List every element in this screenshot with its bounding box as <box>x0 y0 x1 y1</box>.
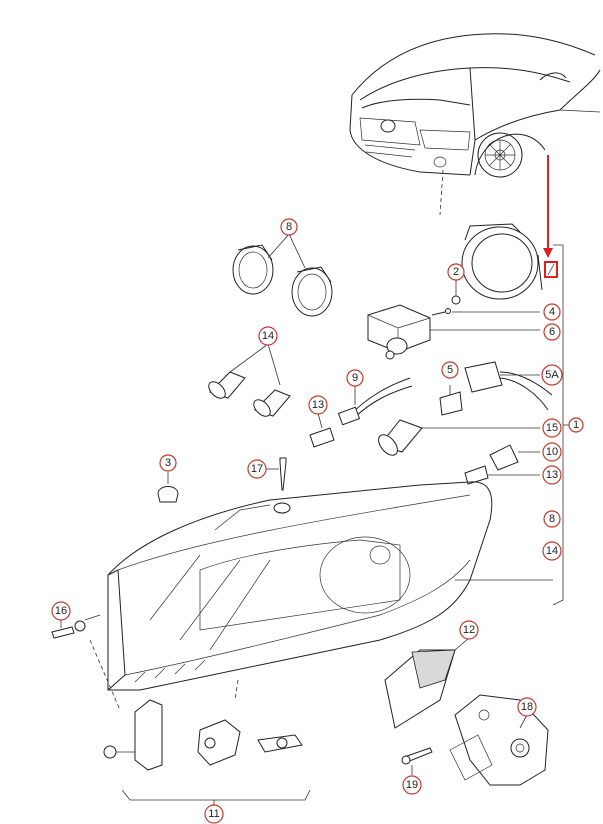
headlamp-housing <box>107 481 553 691</box>
callout-13-right[interactable]: 13 <box>542 465 562 485</box>
callout-18[interactable]: 18 <box>517 697 537 717</box>
callout-label: 5 <box>447 364 453 376</box>
car-illustration <box>349 33 601 216</box>
callout-label: 11 <box>208 808 219 820</box>
highlight-arrow <box>543 155 553 258</box>
callout-label: 19 <box>406 779 418 791</box>
callout-label: 15 <box>546 422 558 434</box>
callout-label: 3 <box>165 457 171 469</box>
small-bulb-left <box>309 412 335 448</box>
bulb-cap-pair <box>232 233 333 317</box>
callout-5[interactable]: 5 <box>441 361 459 379</box>
callout-label: 1 <box>573 419 579 431</box>
callout-label: 4 <box>549 306 555 318</box>
callout-label: 16 <box>55 605 67 617</box>
callout-6[interactable]: 6 <box>543 323 561 341</box>
screw-17 <box>266 457 287 491</box>
bulb-connector <box>439 361 553 416</box>
callout-label: 9 <box>352 372 358 384</box>
main-bulb <box>378 419 540 456</box>
callout-label: 10 <box>546 446 558 458</box>
control-unit <box>367 304 540 360</box>
side-bracket <box>449 694 549 786</box>
callout-label: 14 <box>262 330 274 342</box>
cover-cap <box>157 472 179 503</box>
callout-19[interactable]: 19 <box>402 775 422 795</box>
lens-patch <box>384 637 470 729</box>
callout-5a[interactable]: 5A <box>541 364 563 386</box>
mounting-screw <box>51 614 101 639</box>
callout-label: 18 <box>521 701 533 713</box>
bulb-10 <box>489 444 540 471</box>
callout-8-top[interactable]: 8 <box>280 218 298 236</box>
callout-label: 8 <box>286 221 292 233</box>
callout-12[interactable]: 12 <box>459 620 479 640</box>
highlighted-part-marker <box>544 261 558 278</box>
callout-label: 17 <box>251 463 263 475</box>
callout-8-right[interactable]: 8 <box>543 510 561 528</box>
callout-14-right[interactable]: 14 <box>542 541 562 561</box>
small-bulb-right <box>464 465 540 485</box>
callout-label: 2 <box>453 266 459 278</box>
callout-4[interactable]: 4 <box>543 303 561 321</box>
callout-2[interactable]: 2 <box>447 263 465 281</box>
callout-label: 12 <box>463 624 475 636</box>
callout-label: 8 <box>549 513 555 525</box>
callout-10[interactable]: 10 <box>542 442 562 462</box>
callout-17[interactable]: 17 <box>247 459 267 479</box>
callout-14-top[interactable]: 14 <box>258 326 278 346</box>
callout-13-left[interactable]: 13 <box>308 395 328 415</box>
callout-1[interactable]: 1 <box>568 417 584 433</box>
callout-label: 14 <box>546 545 558 557</box>
callout-11[interactable]: 11 <box>204 804 224 824</box>
mounting-brackets <box>103 699 311 808</box>
callout-label: 13 <box>312 399 324 411</box>
callout-16[interactable]: 16 <box>51 601 71 621</box>
callout-label: 5A <box>545 369 559 381</box>
headlamp-cover-ring <box>461 223 558 300</box>
callout-9[interactable]: 9 <box>346 369 364 387</box>
halogen-bulbs <box>208 343 291 417</box>
bracket-screw <box>401 747 433 775</box>
callout-3[interactable]: 3 <box>159 454 177 472</box>
callout-15[interactable]: 15 <box>542 418 562 438</box>
callout-label: 13 <box>546 469 558 481</box>
wiring-harness <box>337 377 413 426</box>
callout-label: 6 <box>549 326 555 338</box>
adjuster-screw <box>451 280 461 305</box>
